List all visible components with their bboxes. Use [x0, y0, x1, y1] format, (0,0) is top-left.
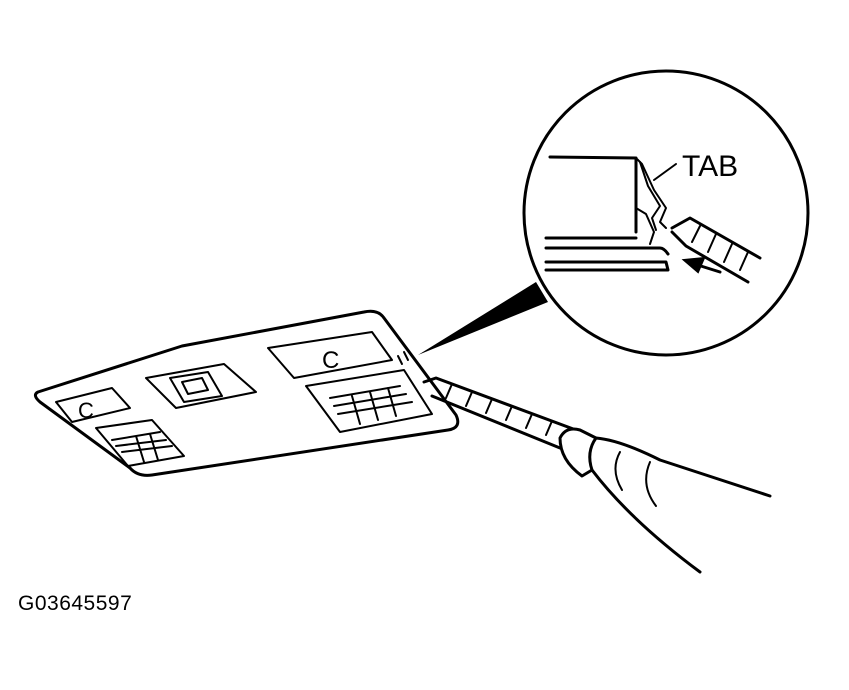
tab-label: TAB — [682, 150, 738, 183]
right-switch-block — [305, 369, 433, 433]
right-lamp-cover: C — [267, 331, 393, 379]
detail-contents — [544, 155, 762, 284]
left-cover-letter: C — [78, 398, 94, 423]
tab-location-mark — [397, 351, 409, 365]
console-panel: C C — [33, 309, 460, 477]
left-lamp-cover: C — [55, 387, 131, 423]
figure-id: G03645597 — [18, 592, 133, 615]
magnifier-leader — [418, 282, 548, 355]
screwdriver — [422, 376, 772, 574]
detail-magnifier: TAB — [522, 69, 810, 357]
right-cover-letter: C — [322, 347, 339, 374]
left-switch-block — [95, 419, 185, 467]
center-switch — [145, 363, 257, 409]
